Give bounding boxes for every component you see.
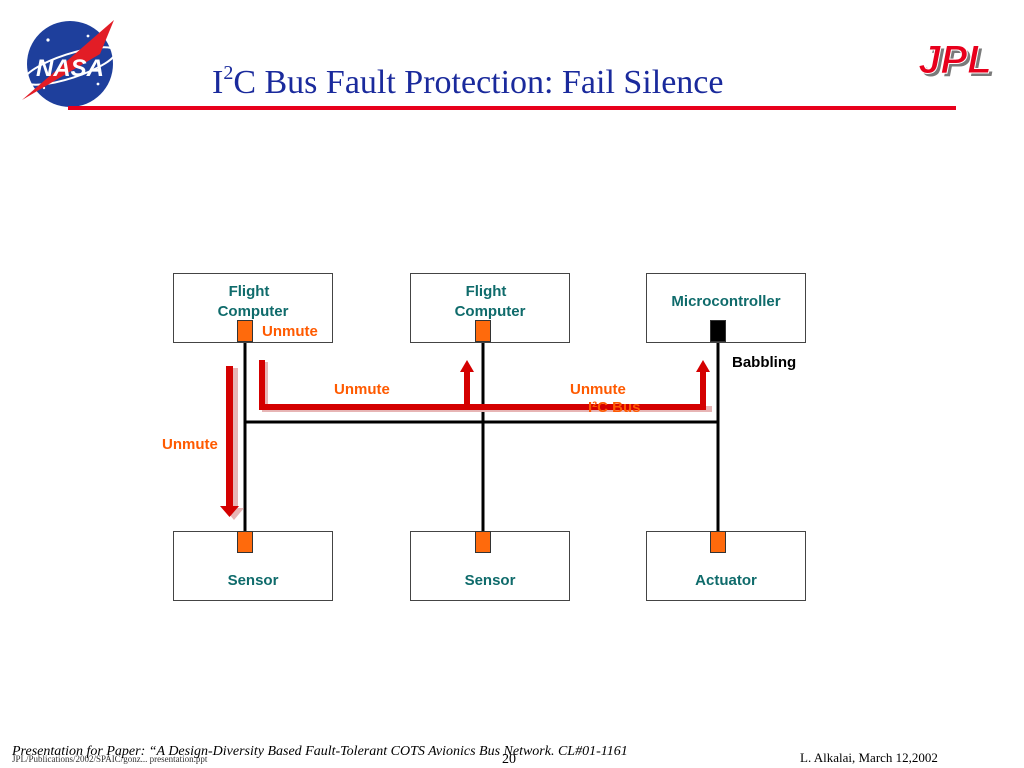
nasa-logo-orbit: [23, 46, 117, 86]
node-label: Sensor: [227, 572, 279, 589]
page-number: 20: [502, 752, 516, 767]
nasa-logo: NASA: [22, 20, 117, 107]
unmute-down-arrow: [220, 366, 239, 517]
title-superscript: 2: [223, 62, 234, 84]
port-flight-computer-1: [237, 320, 253, 342]
node-label-line1: Flight: [228, 283, 270, 300]
footer-author: L. Alkalai, March 12,2002: [800, 750, 938, 765]
unmute-label-self: Unmute: [262, 323, 318, 340]
slide-title: I2C Bus Fault Protection: Fail Silence: [212, 62, 723, 102]
jpl-logo: JPL JPL: [918, 38, 995, 84]
i2c-bus-label: I²C Bus: [588, 399, 641, 416]
unmute-label-microcontroller: Unmute: [570, 381, 626, 398]
nasa-logo-star: [86, 34, 90, 38]
nasa-logo-star: [42, 86, 46, 90]
title-rule: [68, 106, 956, 110]
nasa-logo-star: [46, 38, 50, 42]
actuator-node: Actuator: [646, 531, 806, 601]
port-sensor-1: [237, 531, 253, 553]
node-label-line2: Computer: [454, 303, 526, 320]
babbling-label: Babbling: [732, 354, 797, 371]
sensor-1-node: Sensor: [173, 531, 333, 601]
footer-caption: Presentation for Paper: “A Design-Divers…: [12, 744, 628, 759]
jpl-logo-shadow: JPL: [921, 41, 994, 84]
node-label-line1: Flight: [465, 283, 507, 300]
title-rest: C Bus Fault Protection: Fail Silence: [233, 64, 724, 101]
flight-computer-1-node: Flight Computer: [173, 273, 333, 343]
unmute-feed-arrow: [259, 360, 710, 410]
unmute-label-sensor: Unmute: [162, 436, 218, 453]
microcontroller-node: Microcontroller: [646, 273, 806, 343]
nasa-logo-vector: [22, 20, 114, 100]
port-microcontroller: [710, 320, 726, 342]
nasa-logo-text: NASA: [36, 55, 104, 82]
unmute-label-flight-computer-2: Unmute: [334, 381, 390, 398]
jpl-logo-text: JPL: [918, 38, 991, 82]
title-prefix: I: [212, 64, 224, 101]
node-label-line1: Microcontroller: [671, 293, 781, 310]
port-actuator: [710, 531, 726, 553]
node-label: Sensor: [464, 572, 516, 589]
node-label-line2: Computer: [217, 303, 289, 320]
footer-file-path: JPL/Publications/2002/SPAIC/gonz... pres…: [12, 754, 208, 764]
port-flight-computer-2: [475, 320, 491, 342]
node-label: Actuator: [695, 572, 757, 589]
port-sensor-2: [475, 531, 491, 553]
nasa-logo-star: [96, 82, 100, 86]
